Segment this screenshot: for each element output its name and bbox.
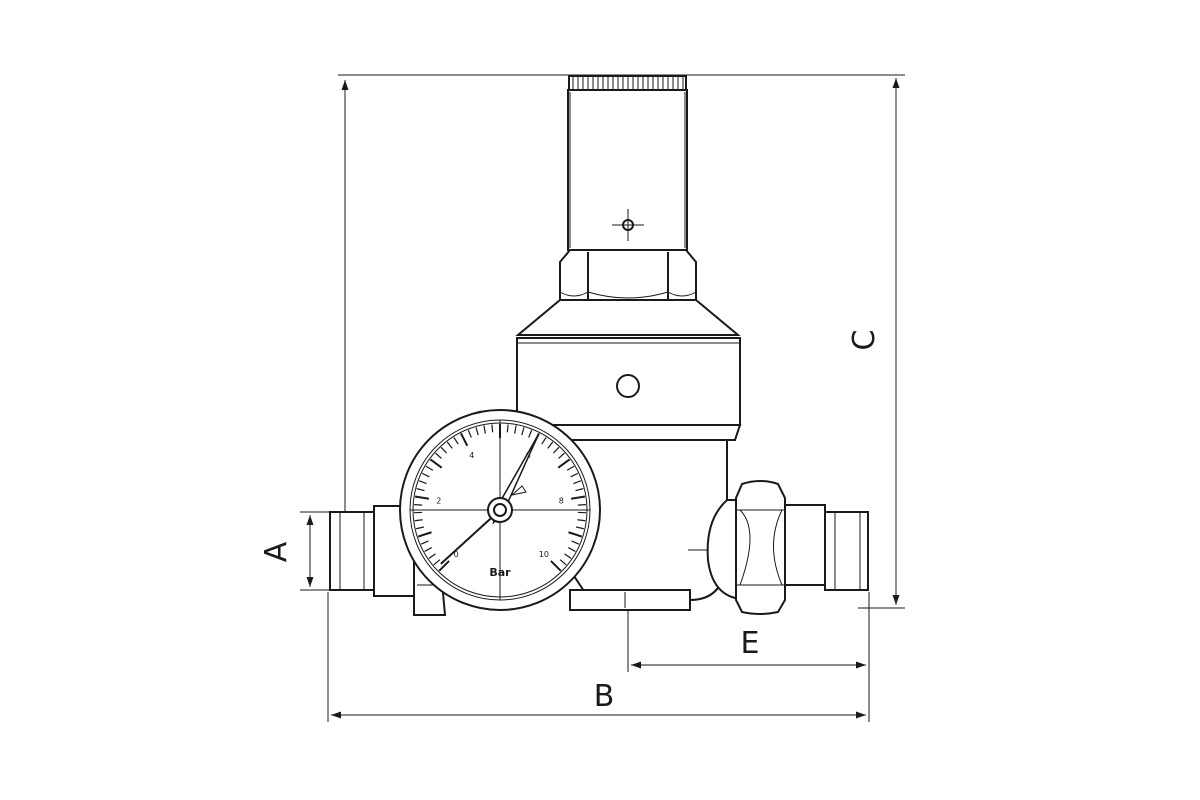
gauge-tick	[475, 427, 479, 436]
gauge-tick	[571, 540, 580, 545]
dimension-label-c: C	[847, 330, 882, 351]
gauge-tick	[559, 559, 567, 566]
gauge-tick	[414, 504, 423, 506]
gauge-pivot	[487, 497, 513, 523]
gauge-tick	[428, 553, 436, 559]
gauge-tick	[564, 553, 572, 559]
lock-screw	[612, 209, 644, 241]
gauge-tick	[416, 488, 425, 492]
bonnet-shoulder	[515, 299, 741, 336]
gauge-scale-label: 4	[469, 451, 474, 460]
gauge-tick	[420, 540, 429, 545]
dimension-label-a: A	[259, 541, 294, 562]
gauge-tick	[414, 495, 430, 500]
gauge-tick	[573, 480, 582, 485]
gauge-tick	[483, 425, 486, 434]
gauge-tick	[440, 446, 448, 454]
housing-port	[616, 374, 640, 398]
gauge-tick	[570, 472, 579, 478]
gauge-reference-pointer	[440, 509, 501, 565]
gauge-tick	[506, 424, 509, 433]
gauge-scale-label: 0	[454, 550, 459, 559]
gauge-scale-label: 8	[559, 496, 564, 505]
bonnet-hex-nut	[559, 249, 697, 301]
gauge-tick	[566, 465, 575, 471]
gauge-tick	[550, 560, 562, 572]
pressure-gauge: 0246810 Bar	[399, 409, 601, 611]
gauge-tick	[417, 531, 432, 538]
gauge-tick	[453, 437, 459, 445]
gauge-scale-label: 10	[539, 550, 549, 559]
dimension-label-e: E	[741, 626, 760, 661]
gauge-tick	[558, 452, 565, 459]
gauge-tick	[415, 526, 425, 530]
dimension-label-b: B	[594, 679, 615, 714]
gauge-tick	[521, 427, 525, 436]
gauge-tick	[577, 504, 586, 506]
gauge-tick	[446, 441, 453, 449]
dimension-b: B	[327, 592, 870, 722]
gauge-tick	[568, 531, 583, 538]
inlet-thread	[329, 505, 447, 616]
gauge-tick	[421, 472, 430, 478]
gauge-tick	[514, 425, 517, 434]
gauge-unit-label: Bar	[489, 566, 511, 579]
gauge-tick	[528, 429, 533, 438]
gauge-tick	[552, 446, 560, 454]
gauge-tick	[424, 547, 432, 552]
outlet-union	[706, 480, 869, 615]
gauge-tick	[435, 452, 442, 459]
gauge-tick	[575, 526, 585, 530]
gauge-tick	[557, 458, 571, 469]
gauge-tick	[547, 441, 554, 449]
gauge-tick	[429, 458, 443, 469]
gauge-tick	[438, 560, 450, 572]
upper-housing	[515, 337, 742, 441]
gauge-tick	[425, 465, 434, 471]
gauge-scale-label: 2	[436, 496, 441, 505]
gauge-tick	[433, 559, 441, 566]
gauge-tick	[541, 437, 547, 445]
gauge-tick	[460, 432, 469, 447]
gauge-tick	[577, 519, 586, 522]
gauge-tick	[575, 488, 584, 492]
gauge-tick	[418, 480, 427, 485]
gauge-tick	[570, 495, 586, 500]
gauge-tick	[414, 519, 423, 522]
gauge-tick	[491, 424, 494, 433]
gauge-tick	[467, 429, 472, 438]
gauge-tick	[568, 547, 576, 552]
